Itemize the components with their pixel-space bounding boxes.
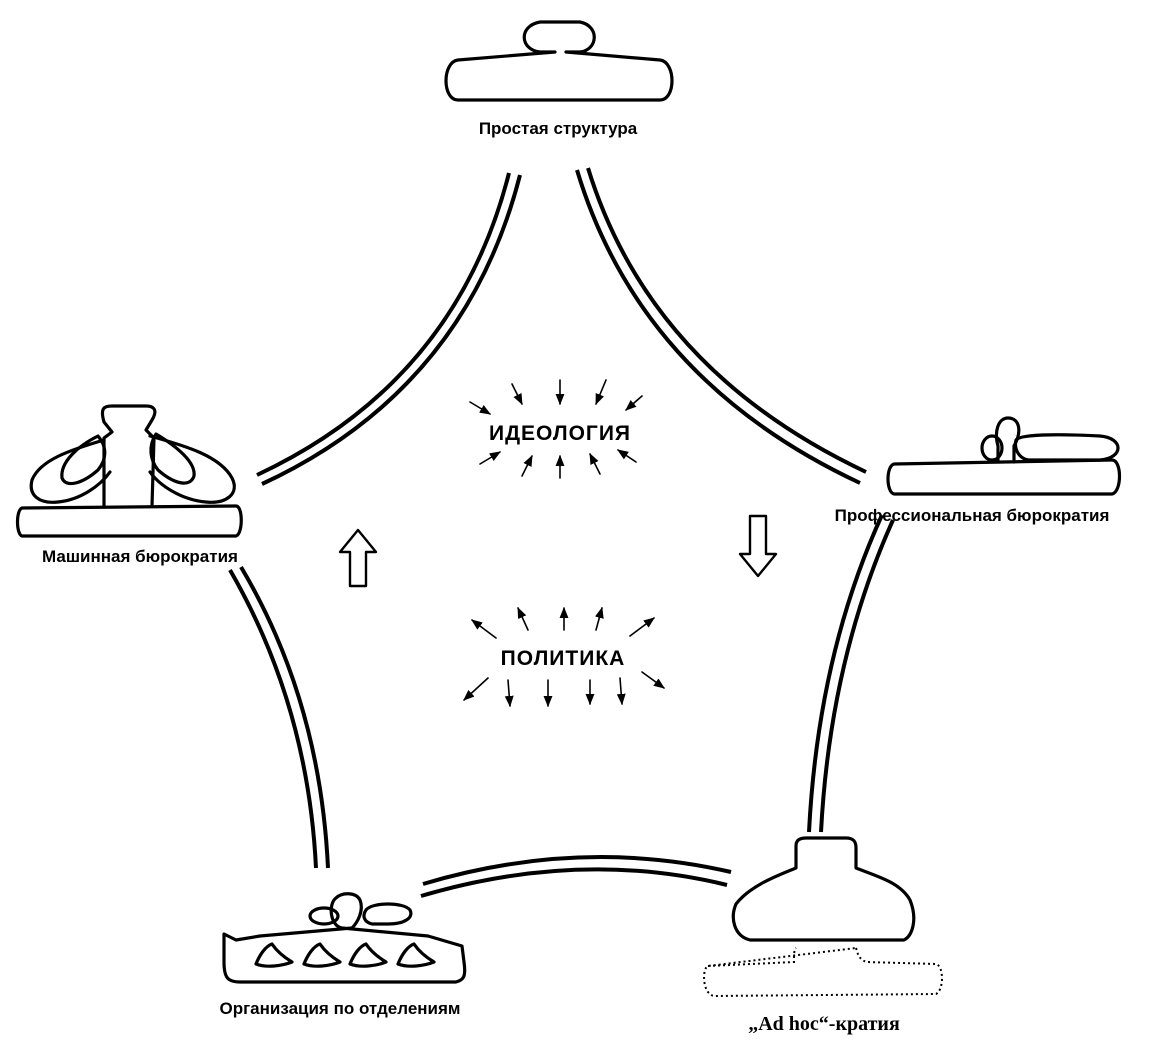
- simple-structure-shape: [444, 20, 674, 102]
- rail-divisional-adhocracy: [420, 855, 732, 898]
- ideology-label: ИДЕОЛОГИЯ: [489, 422, 631, 445]
- divisional-organization-label: Организация по отделениям: [219, 999, 460, 1018]
- down-hollow-arrow: [738, 514, 778, 578]
- adhocracy-label: „Ad hoc“-кратия: [748, 1013, 900, 1035]
- machine-bureaucracy-label: Машинная бюрократия: [42, 547, 238, 566]
- up-hollow-arrow: [338, 528, 378, 588]
- divisional-organization-shape: [222, 892, 467, 984]
- rail-professional-adhocracy: [807, 514, 895, 833]
- adhocracy-shape: [703, 836, 943, 998]
- rail-machine-divisional: [228, 565, 330, 869]
- rail-simple-professional: [575, 167, 867, 485]
- politics-outward-arrows: [463, 606, 665, 708]
- ideology-inward-arrows: [469, 379, 643, 479]
- professional-bureaucracy-label: Профессиональная бюрократия: [835, 506, 1110, 525]
- machine-bureaucracy-shape: [15, 404, 243, 538]
- politics-label: ПОЛИТИКА: [501, 647, 626, 670]
- professional-bureaucracy-shape: [886, 416, 1122, 496]
- rail-simple-machine: [256, 172, 522, 486]
- simple-structure-label: Простая структура: [479, 119, 638, 138]
